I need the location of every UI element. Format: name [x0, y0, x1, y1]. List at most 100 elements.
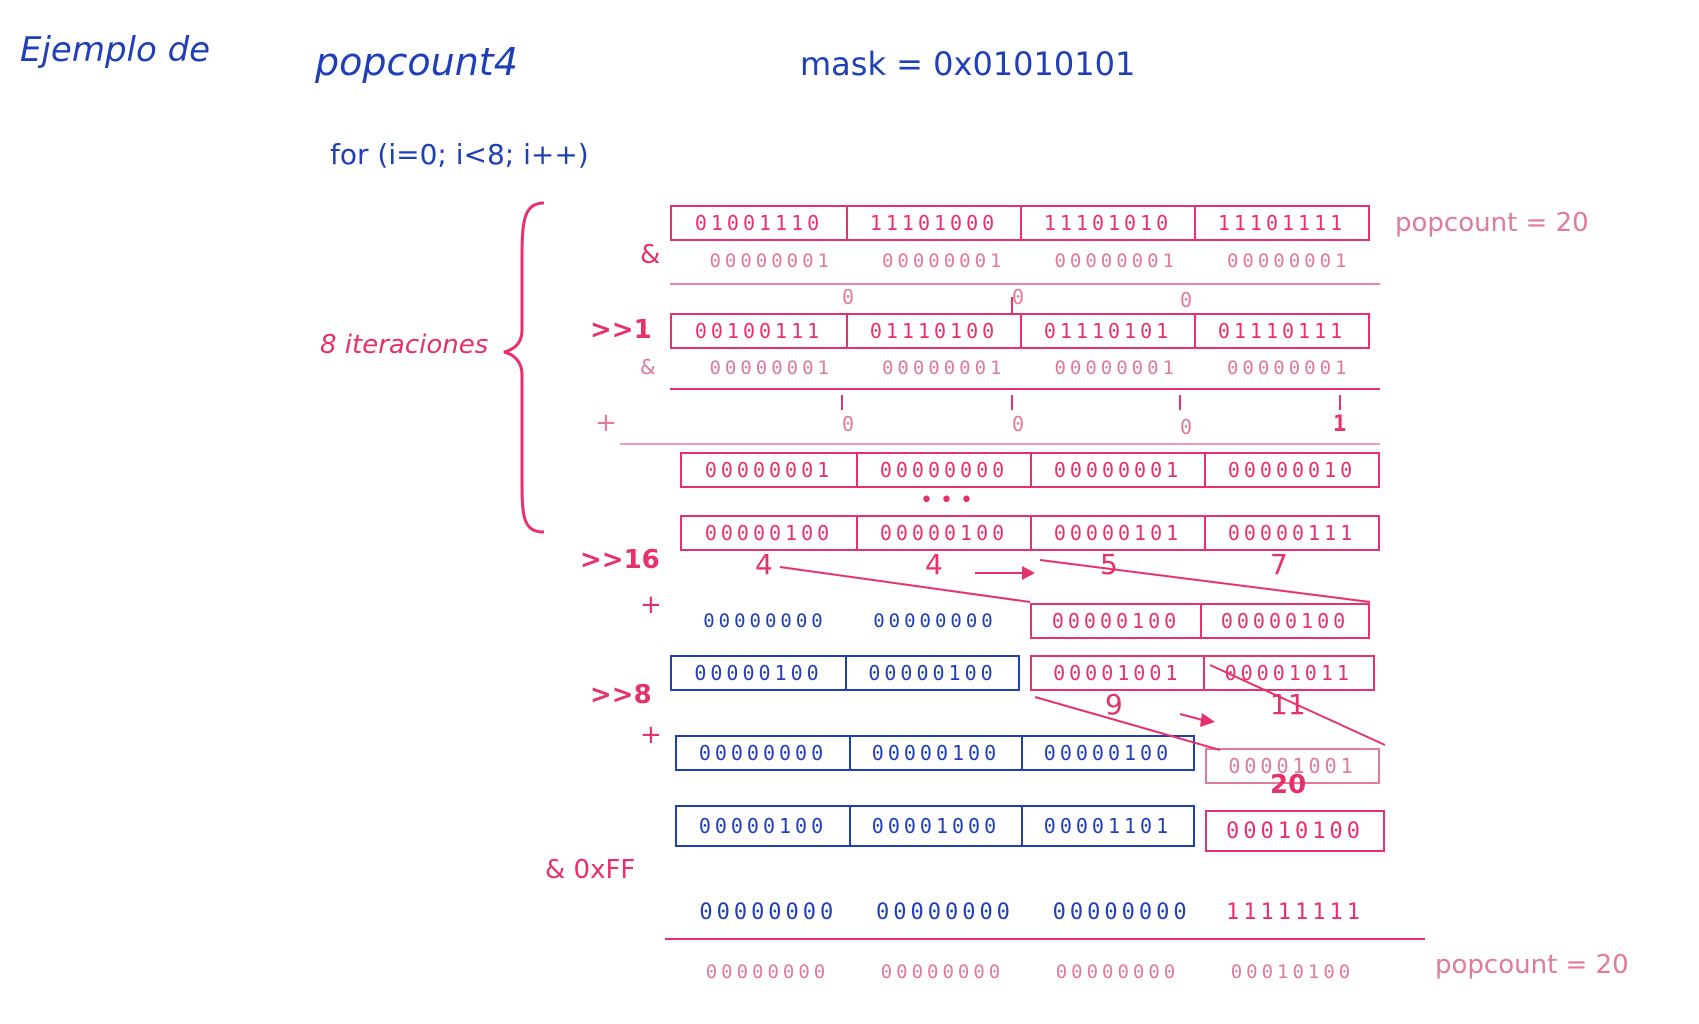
row-partial: 00000001 00000000 00000001 00000010: [680, 452, 1380, 488]
mask-byte: 00000001: [1054, 357, 1178, 379]
x-byte: 01001110: [694, 211, 824, 235]
mask-byte: 00000001: [709, 250, 833, 272]
acc-byte: 00000101: [1030, 517, 1204, 549]
result-byte: 00000000: [705, 961, 830, 983]
row-ff-mask: 00000000 00000000 00000000: [680, 895, 1210, 929]
sum16-shift8-byte: 00000100: [1020, 737, 1193, 769]
op-shift-8: >>8: [590, 680, 652, 710]
mask-byte: 00000001: [1226, 250, 1351, 272]
row-sum16-high: 00000100 00000100: [670, 655, 1020, 691]
row-mask-1: 00000001 00000001 00000001 00000001: [685, 247, 1375, 275]
row-acc: 00000100 00000100 00000101 00000111: [680, 515, 1380, 551]
popcount-bottom-label: popcount = 20: [1435, 950, 1629, 980]
row-sum8-low: 00010100: [1205, 810, 1385, 852]
underline-3: [620, 443, 1380, 445]
ff-byte: 00000000: [1052, 899, 1191, 925]
title-function: popcount4: [315, 40, 518, 84]
iterations-brace: [503, 201, 545, 534]
row-sum8: 00000100 00001000 00001101: [675, 805, 1195, 847]
op-and-1: &: [640, 240, 661, 270]
mask-byte: 00000001: [1226, 357, 1351, 379]
byte-count: 4: [755, 548, 773, 581]
x-byte: 11101010: [1020, 207, 1194, 239]
iterations-label: 8 iteraciones: [320, 330, 489, 360]
sum16-byte: 00001001: [1053, 661, 1182, 685]
acc-shift16-byte: 00000100: [1200, 605, 1368, 637]
op-plus-1: +: [595, 408, 617, 438]
x-shift1-byte: 01110111: [1194, 315, 1368, 347]
underline-final: [665, 938, 1425, 940]
loop-header: for (i=0; i<8; i++): [330, 138, 589, 171]
op-shift-1: >>1: [590, 315, 652, 345]
underline-2: [670, 388, 1380, 390]
sum16-shift8-byte: 00000100: [848, 737, 1021, 769]
sum16-shift8-byte: 00001001: [1228, 754, 1357, 778]
acc-byte: 00000111: [1204, 517, 1378, 549]
bit-mark: 0: [1180, 288, 1193, 312]
byte-count: 9: [1105, 688, 1123, 721]
bit-mark: 0: [1012, 285, 1025, 309]
partial-byte: 00000010: [1204, 454, 1378, 486]
acc-byte: 00000100: [704, 521, 834, 545]
row-sum16-shift8-low: 00001001: [1205, 748, 1380, 784]
x-shift1-byte: 01110101: [1020, 315, 1194, 347]
row-acc-shift16: 00000000 00000000: [680, 605, 1020, 637]
x-byte: 11101000: [846, 207, 1020, 239]
op-and-ff: & 0xFF: [545, 855, 636, 885]
title-label: Ejemplo de: [20, 30, 211, 70]
acc-shift16-byte: 00000000: [703, 610, 827, 632]
mask-byte: 00000001: [709, 357, 833, 379]
mask-byte: 00000001: [881, 357, 1006, 379]
acc-shift16-byte: 00000000: [873, 610, 997, 632]
ff-byte: 00000000: [699, 899, 838, 925]
row-x-shift1: 00100111 01110100 01110101 01110111: [670, 313, 1370, 349]
sum16-byte: 00000100: [694, 661, 823, 685]
sum16-shift8-byte: 00000000: [698, 741, 828, 765]
popcount-top-label: popcount = 20: [1395, 208, 1589, 238]
row-result: 00000000 00000000 00000000 00010100: [680, 955, 1380, 989]
ellipsis: • • •: [920, 488, 973, 513]
partial-byte: 00000001: [1030, 454, 1204, 486]
x-byte: 11101111: [1194, 207, 1368, 239]
bit-mark: 1: [1333, 412, 1347, 437]
result-byte: 00010100: [1230, 961, 1355, 983]
bit-mark: 0: [842, 285, 855, 309]
result-byte: 00000000: [880, 961, 1005, 983]
mask-byte: 00000001: [881, 250, 1006, 272]
bit-mark: 0: [842, 412, 855, 436]
underline-1: [670, 283, 1380, 285]
row-mask-2: 00000001 00000001 00000001 00000001: [685, 354, 1375, 382]
byte-count: 7: [1270, 548, 1288, 581]
sum8-byte: 00010100: [1226, 818, 1364, 844]
row-acc-shift16-low: 00000100 00000100: [1030, 603, 1370, 639]
op-plus-3: +: [640, 720, 662, 750]
result-byte: 00000000: [1055, 961, 1180, 983]
op-shift-16: >>16: [580, 545, 660, 575]
byte-count: 4: [925, 548, 943, 581]
bit-mark: 0: [1012, 412, 1025, 436]
op-and-2: &: [640, 355, 656, 379]
mask-definition: mask = 0x01010101: [800, 45, 1136, 83]
ff-byte: 00000000: [875, 899, 1014, 925]
acc-shift16-byte: 00000100: [1051, 609, 1181, 633]
row-sum16-shift8: 00000000 00000100 00000100: [675, 735, 1195, 771]
byte-count: 11: [1270, 688, 1306, 721]
partial-byte: 00000000: [856, 454, 1030, 486]
bit-mark: 0: [1180, 415, 1193, 439]
row-sum16-low: 00001001 00001011: [1030, 655, 1375, 691]
row-x: 01001110 11101000 11101010 11101111: [670, 205, 1370, 241]
sum8-byte: 00001101: [1020, 807, 1193, 845]
byte-count: 5: [1100, 548, 1118, 581]
byte-count: 20: [1270, 770, 1307, 800]
sum8-byte: 00001000: [848, 807, 1021, 845]
op-plus-2: +: [640, 590, 662, 620]
mask-byte: 00000001: [1054, 250, 1178, 272]
x-shift1-byte: 00100111: [694, 319, 824, 343]
partial-byte: 00000001: [704, 458, 834, 482]
acc-byte: 00000100: [856, 517, 1030, 549]
sum8-byte: 00000100: [698, 814, 828, 838]
x-shift1-byte: 01110100: [846, 315, 1020, 347]
sum16-byte: 00000100: [845, 657, 1018, 689]
